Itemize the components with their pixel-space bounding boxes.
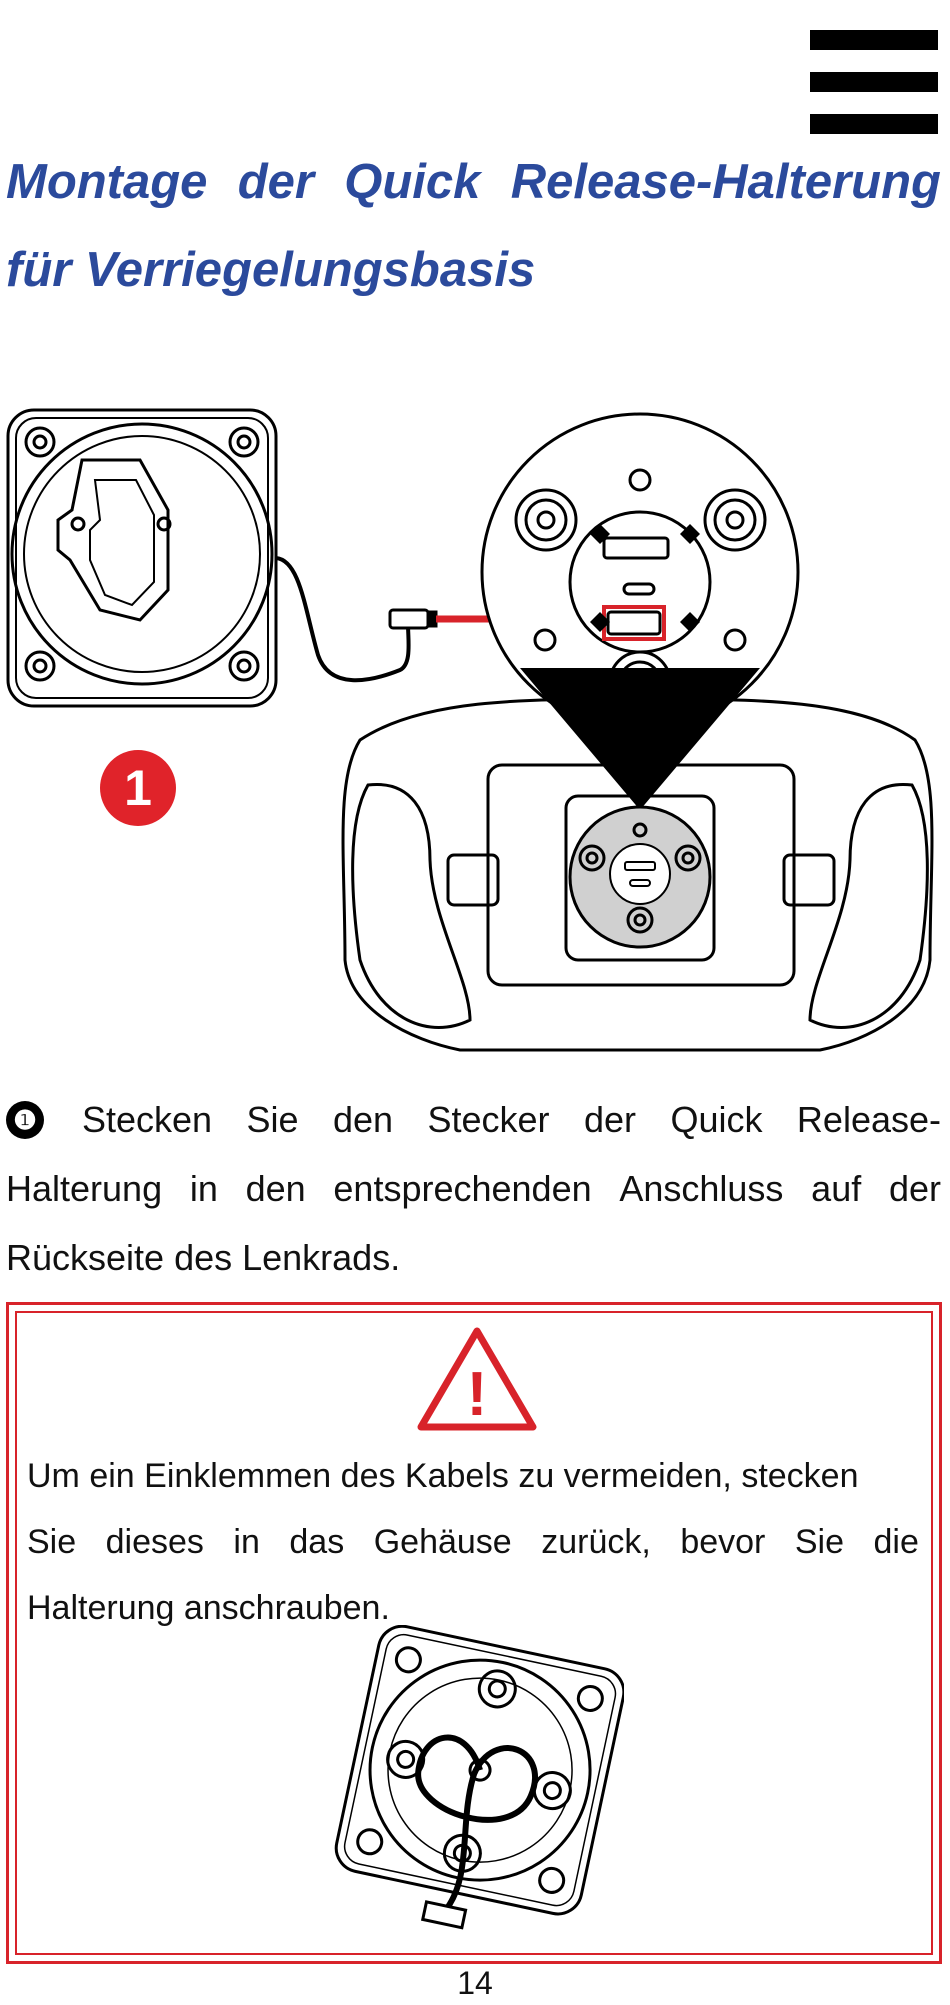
hamburger-menu-icon[interactable] [810, 30, 938, 134]
warning-line-1: Um ein Einklemmen des Kabels zu vermeide… [27, 1457, 859, 1495]
base-cable-routing-illustration [334, 1625, 624, 1930]
step-1-bullet: ❶ [6, 1100, 44, 1139]
quick-release-base [6, 408, 438, 708]
title-line-2: für Verriegelungsbasis [6, 243, 536, 297]
step-1-badge [100, 750, 176, 826]
wheel-connection-illustration: 1 [6, 408, 934, 1052]
magnifier-pointer [520, 668, 760, 810]
warning-text: Um ein Einklemmen des Kabels zu vermeide… [27, 1443, 919, 1641]
page-number: 14 [457, 1965, 493, 2001]
warning-triangle-icon: ! [417, 1327, 537, 1431]
page-title: Montage der Quick Release-Halterung für … [6, 138, 941, 314]
instruction-text: ❶ Stecken Sie den Stecker der Quick Rele… [6, 1085, 941, 1292]
warning-line-3: Halterung anschrauben. [27, 1589, 390, 1627]
title-line-1: Montage der Quick Release-Halterung [6, 155, 941, 209]
instruction-line-3: Rückseite des Lenkrads. [6, 1237, 401, 1278]
warning-box: ! Um ein Einklemmen des Kabels zu vermei… [6, 1302, 942, 1964]
step-1-number: 1 [124, 760, 152, 816]
steering-wheel [341, 697, 934, 1052]
warning-symbol: ! [467, 1360, 488, 1429]
